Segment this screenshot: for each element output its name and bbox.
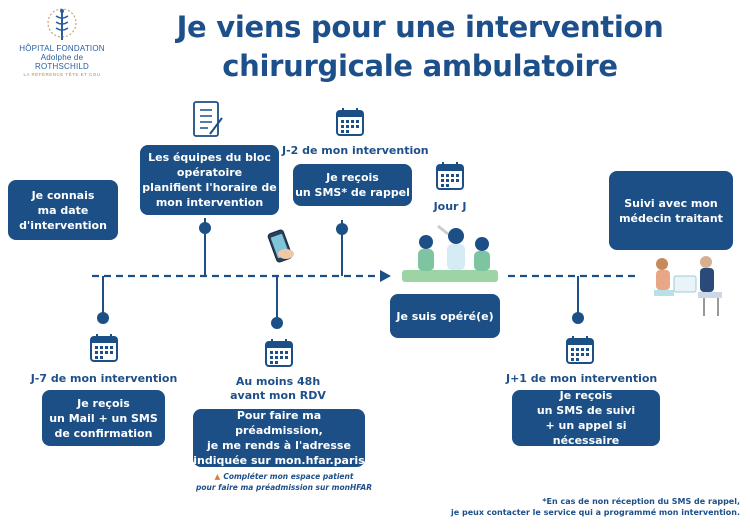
page-title: Je viens pour une intervention chirurgic… xyxy=(120,8,720,86)
step-suivi-line1: Suivi avec mon xyxy=(624,196,718,210)
calendar-icon xyxy=(265,339,293,367)
step-48h-box: Pour faire ma préadmission, je me rends … xyxy=(193,409,365,467)
step-j2-line2: un SMS* de rappel xyxy=(295,186,410,199)
step-bloc-line1: Les équipes du bloc xyxy=(148,151,271,164)
step-bloc-line3: planifient l'horaire de xyxy=(142,181,277,194)
step-jourj-label: Jour J xyxy=(433,200,467,213)
timeline-arrowhead xyxy=(380,270,391,282)
calendar-icon xyxy=(90,334,118,362)
step-j2-box: Je reçois un SMS* de rappel xyxy=(293,164,412,206)
logo-name-line1: HÔPITAL FONDATION xyxy=(19,44,105,53)
step-bloc-line4: mon intervention xyxy=(155,196,264,209)
step-j2-line1: Je reçois xyxy=(326,171,379,184)
step-jourj-box: Je suis opéré(e) xyxy=(390,294,500,338)
step-48h-line3: indiquée sur mon.hfar.paris xyxy=(193,454,365,467)
footnote-line1: *En cas de non réception du SMS de rappe… xyxy=(542,497,740,506)
step-date-line3: d'intervention xyxy=(19,218,107,232)
timeline-node-48h xyxy=(271,317,283,329)
checklist-icon xyxy=(193,101,223,137)
step-48h-line2: je me rends à l'adresse xyxy=(207,439,351,452)
step-j1-line2: un SMS de suivi xyxy=(536,404,636,417)
step-j7-line2: un Mail + un SMS xyxy=(49,411,158,425)
step-j7-line3: de confirmation xyxy=(54,426,153,440)
footnote-line2: je peux contacter le service qui a progr… xyxy=(451,508,740,517)
warning-line2: pour faire ma préadmission sur monHFAR xyxy=(196,483,372,492)
step-j2-label: J-2 de mon intervention xyxy=(282,144,429,157)
calendar-icon xyxy=(566,336,594,364)
timeline-node-bloc xyxy=(199,222,211,234)
step-j1-line1: Je reçois xyxy=(559,389,613,402)
step-bloc-line2: opératoire xyxy=(176,166,243,179)
step-48h-label1: Au moins 48h xyxy=(235,375,321,388)
step-date-box: Je connais ma date d'intervention xyxy=(8,180,118,240)
timeline-node-j7 xyxy=(97,312,109,324)
step-jourj-text: Je suis opéré(e) xyxy=(396,309,494,323)
step-j7-line1: Je reçois xyxy=(77,396,130,410)
sms-footnote: *En cas de non réception du SMS de rappe… xyxy=(430,496,740,518)
calendar-icon xyxy=(336,108,364,136)
smartphone-icon xyxy=(267,229,294,263)
step-date-line2: ma date xyxy=(37,203,89,217)
step-j7-label: J-7 de mon intervention xyxy=(30,372,178,385)
hospital-logo: HÔPITAL FONDATION Adolphe de ROTHSCHILD … xyxy=(14,6,110,77)
step-48h-line1: Pour faire ma préadmission, xyxy=(235,409,323,437)
caduceus-logo-icon xyxy=(47,8,77,40)
timeline-node-j2 xyxy=(336,223,348,235)
step-bloc-box: Les équipes du bloc opératoire planifien… xyxy=(140,145,279,215)
step-48h-label2: avant mon RDV xyxy=(230,389,326,402)
title-line1: Je viens pour une intervention xyxy=(176,10,664,44)
step-suivi-line2: médecin traitant xyxy=(619,211,723,225)
timeline-node-j1 xyxy=(572,312,584,324)
step-j1-label: J+1 de mon intervention xyxy=(506,372,658,385)
calendar-icon xyxy=(436,162,464,190)
step-j7-box: Je reçois un Mail + un SMS de confirmati… xyxy=(42,390,165,446)
warning-icon: ▲ xyxy=(214,472,221,481)
step-j1-box: Je reçois un SMS de suivi + un appel si … xyxy=(512,389,660,447)
surgery-team-illustration xyxy=(402,224,498,282)
warning-line1: Compléter mon espace patient xyxy=(223,472,354,481)
logo-name-line2: Adolphe de ROTHSCHILD xyxy=(34,53,89,71)
title-line2: chirurgicale ambulatoire xyxy=(222,49,618,83)
preadmission-warning: ▲Compléter mon espace patient pour faire… xyxy=(168,471,400,493)
step-date-line1: Je connais xyxy=(31,188,95,202)
logo-tagline: LA RÉFÉRENCE TÊTE ET COU xyxy=(23,72,101,77)
doctor-consultation-illustration xyxy=(654,256,722,316)
step-suivi-box: Suivi avec mon médecin traitant xyxy=(609,171,733,250)
step-j1-line3: + un appel si nécessaire xyxy=(545,419,627,447)
